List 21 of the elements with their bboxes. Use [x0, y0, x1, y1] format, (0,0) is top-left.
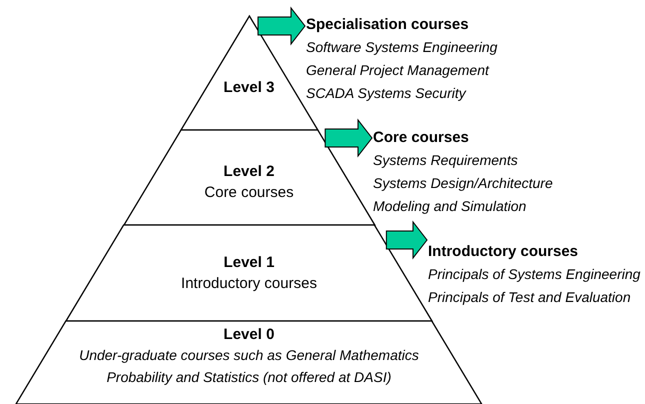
- course-name: Principals of Test and Evaluation: [428, 288, 632, 307]
- course-name: General Project Management: [306, 61, 490, 80]
- course-name: Software Systems Engineering: [306, 38, 498, 57]
- course-name: Modeling and Simulation: [373, 197, 528, 216]
- course-name: Principals of Systems Engineering: [428, 265, 642, 284]
- level-title: Level 2: [224, 162, 274, 181]
- course-group-title: Core courses: [373, 128, 470, 147]
- level-description: Under-graduate courses such as General Mathematics Probability and Statistics (not offered at DASI): [78, 346, 420, 387]
- course-group-title: Introductory courses: [428, 242, 580, 261]
- level-description: Core courses: [204, 183, 294, 203]
- level-title: Level 0: [224, 325, 274, 344]
- course-name: Systems Requirements: [373, 151, 519, 170]
- course-group-title: Specialisation courses: [306, 15, 470, 34]
- course-name: SCADA Systems Security: [306, 84, 468, 103]
- level-description: Introductory courses: [181, 274, 317, 294]
- block-arrow: [324, 118, 373, 158]
- block-arrow: [386, 220, 428, 260]
- course-name: Systems Design/Architecture: [373, 174, 554, 193]
- block-arrow: [258, 6, 306, 46]
- level-title: Level 3: [224, 78, 274, 97]
- level-title: Level 1: [224, 253, 274, 272]
